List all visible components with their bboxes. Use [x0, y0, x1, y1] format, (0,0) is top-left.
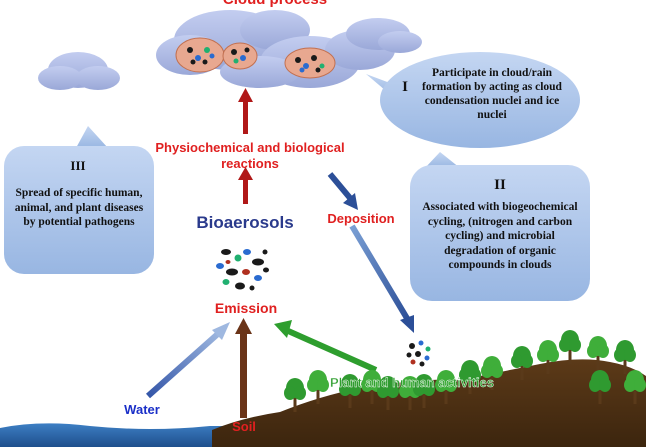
- tree: [624, 370, 646, 404]
- tree: [307, 370, 329, 404]
- tree: [377, 376, 399, 410]
- label-soil: Soil: [232, 419, 256, 434]
- tree: [587, 336, 609, 370]
- callout-I-numeral: I: [402, 79, 408, 95]
- tree: [537, 340, 559, 374]
- arrow-up-to-cloud: [238, 88, 253, 134]
- cloud-droplets: [175, 37, 336, 79]
- arrow-deposition-lower: [349, 224, 414, 333]
- callout-III-text: Spread of specific human, animal, and pl…: [14, 187, 144, 228]
- trees: [284, 330, 646, 412]
- tree: [481, 356, 503, 390]
- tree: [459, 360, 481, 394]
- callout-II-numeral: II: [494, 177, 506, 193]
- label-reactions-line1: Physiochemical and biological: [155, 140, 344, 155]
- callout-III-numeral: III: [70, 158, 85, 173]
- tree: [614, 340, 636, 374]
- diagram-title: Cloud process: [223, 0, 327, 8]
- cloud-left: [38, 52, 120, 90]
- arrow-activities-emission: [274, 320, 378, 373]
- arrow-water-emission: [146, 322, 230, 399]
- water-body: [0, 423, 230, 447]
- tree: [589, 370, 611, 404]
- tree: [559, 330, 581, 364]
- tree: [435, 370, 457, 404]
- label-emission: Emission: [215, 300, 277, 316]
- tree: [339, 374, 361, 408]
- label-water: Water: [124, 402, 160, 417]
- label-bioaerosols: Bioaerosols: [196, 213, 293, 232]
- bioaerosol-particles: [216, 249, 269, 291]
- cloud-group: [38, 10, 422, 90]
- tree: [511, 346, 533, 380]
- callout-III: [4, 126, 154, 274]
- arrow-soil-emission: [235, 318, 252, 418]
- tree: [413, 374, 435, 408]
- ground-hill: [212, 359, 646, 447]
- cloud-right: [346, 18, 422, 53]
- label-activities: Plant and human activities: [330, 375, 494, 390]
- label-reactions-line2: reactions: [221, 156, 279, 171]
- label-deposition: Deposition: [327, 211, 394, 226]
- arrow-deposition-upper: [327, 172, 358, 210]
- callout-I: [366, 52, 580, 148]
- deposited-particles: [406, 340, 431, 367]
- arrow-up-reactions: [238, 167, 253, 204]
- callout-II: [410, 152, 590, 301]
- callout-II-text: Associated with biogeochemical cycling, …: [422, 201, 578, 271]
- tree: [284, 378, 306, 412]
- callout-I-text: Participate in cloud/rain formation by a…: [422, 67, 562, 121]
